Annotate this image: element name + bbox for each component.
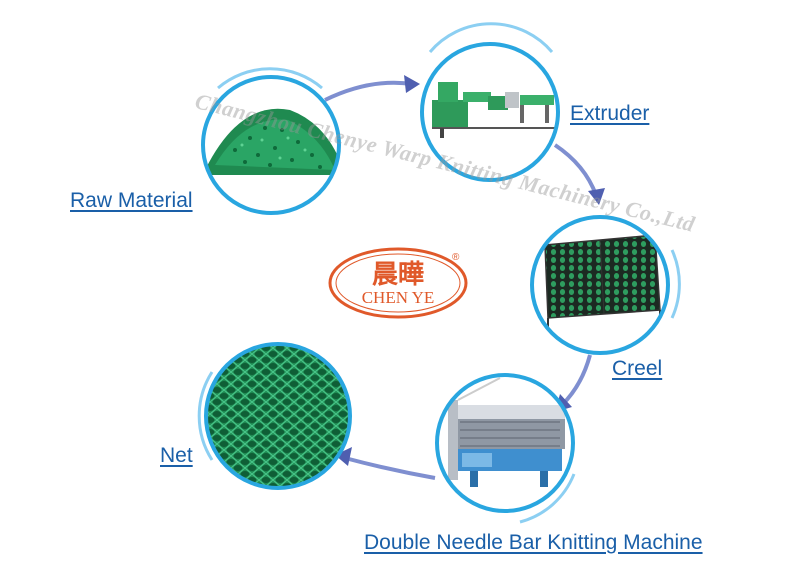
logo-chinese-text: 晨曄 [371,260,424,290]
label-creel[interactable]: Creel [612,357,663,380]
circle-net [204,342,352,490]
arrowhead-1 [404,75,420,93]
creel-machine-image [544,234,661,330]
chenye-logo [328,247,468,319]
label-net[interactable]: Net [160,444,193,467]
arrow-extruder-to-creel [553,143,598,196]
net-mesh-image [206,344,350,488]
circle-raw-material [201,75,341,215]
circle-creel [530,215,670,355]
arrow-raw-to-extruder [324,80,413,102]
extruder-machine-image [432,82,556,138]
arrowhead-4 [335,447,352,466]
registered-mark: ® [452,252,460,263]
logo-english-text: CHEN YE [361,288,435,307]
arrowhead-2 [588,188,605,205]
label-extruder[interactable]: Extruder [570,102,650,125]
arrow-knitting-to-net [344,456,436,480]
circle-knitting-machine [435,373,575,513]
knitting-machine-image [448,377,565,487]
arrow-creel-to-knitting [560,354,592,407]
label-raw-material[interactable]: Raw Material [70,189,193,212]
label-knitting-machine[interactable]: Double Needle Bar Knitting Machine [364,531,703,554]
decorative-arcs [197,22,681,524]
pellets-image [205,108,339,175]
circle-extruder [420,42,560,182]
